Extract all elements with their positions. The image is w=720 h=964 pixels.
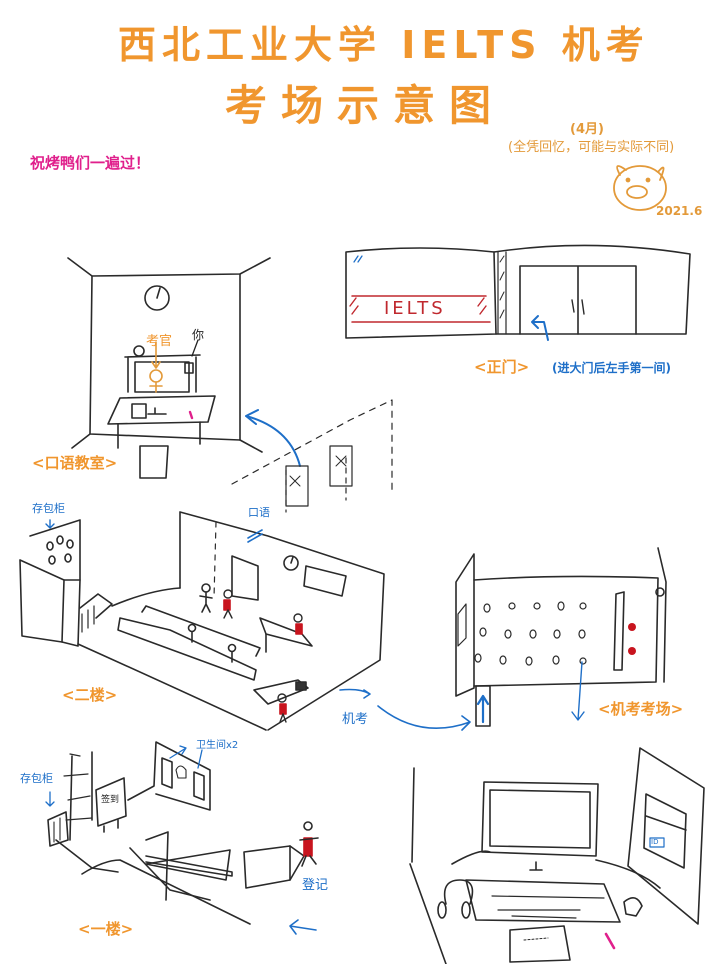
speaking-room-label: <口语教室> — [32, 454, 118, 472]
id-card-icon — [649, 837, 665, 848]
computer-desk-drawing — [409, 747, 705, 964]
to-speaking-room-arrow-icon — [245, 409, 301, 467]
good-luck-message: 祝烤鸭们一遍过！ — [30, 154, 151, 172]
registration-staff-figure — [299, 821, 319, 867]
speaking-room-drawing — [67, 257, 271, 479]
enter-left-arrow-icon — [531, 315, 549, 341]
first-floor-label: <一楼> — [78, 920, 134, 938]
main-entrance-drawing — [345, 244, 691, 339]
computer-exam-direction-label: 机考 — [342, 712, 369, 727]
ielts-sign: IELTS — [384, 298, 446, 319]
speaking-direction-label: 口语 — [248, 506, 270, 519]
main-entrance-note: (进大门后左手第一间) — [552, 361, 671, 375]
registration-label: 登记 — [302, 878, 329, 893]
second-floor-locker-label: 存包柜 — [32, 502, 65, 515]
exam-room-entrance-arrow-icon — [476, 694, 490, 724]
examiner-figure — [149, 341, 163, 393]
first-floor-drawing — [47, 741, 305, 925]
proctor-figures — [628, 623, 636, 655]
you-pointer-arrow — [191, 339, 199, 357]
title-line-1: 西北工业大学 IELTS 机考 — [118, 23, 650, 67]
second-floor-drawing — [19, 399, 393, 731]
pink-pencil-mark — [188, 410, 194, 420]
computer-icon — [295, 681, 307, 691]
main-entrance-label: <正门> — [474, 358, 530, 376]
date-label: 2021.6 — [656, 204, 703, 218]
title-line-2: 考场示意图 — [225, 81, 506, 130]
staff-figures — [223, 599, 303, 715]
pig-doodle-icon — [613, 165, 667, 211]
to-computer-exam-arrow-icon — [377, 705, 471, 731]
computer-exam-room-drawing — [455, 547, 667, 727]
restroom-label: 卫生间x2 — [196, 740, 239, 751]
speaking-direction-arrow-icon — [247, 529, 263, 543]
disclaimer-note: (全凭回忆，可能与实际不同) — [508, 140, 675, 155]
month-note: (4月) — [570, 122, 604, 137]
ielts-banner — [351, 295, 491, 323]
first-floor-locker-label: 存包柜 — [20, 772, 53, 785]
second-floor-label: <二楼> — [62, 686, 118, 704]
you-label: 你 — [192, 328, 205, 342]
first-floor-entry-arrow-icon — [289, 919, 317, 935]
computer-exam-room-label: <机考考场> — [598, 700, 684, 718]
pink-pencil-icon — [604, 932, 616, 950]
sign-in-board-label: 签到 — [101, 795, 120, 805]
to-desk-detail-arrow-icon — [571, 661, 585, 721]
id-card-label: ID — [651, 838, 659, 846]
examiner-label: 考官 — [146, 334, 173, 349]
